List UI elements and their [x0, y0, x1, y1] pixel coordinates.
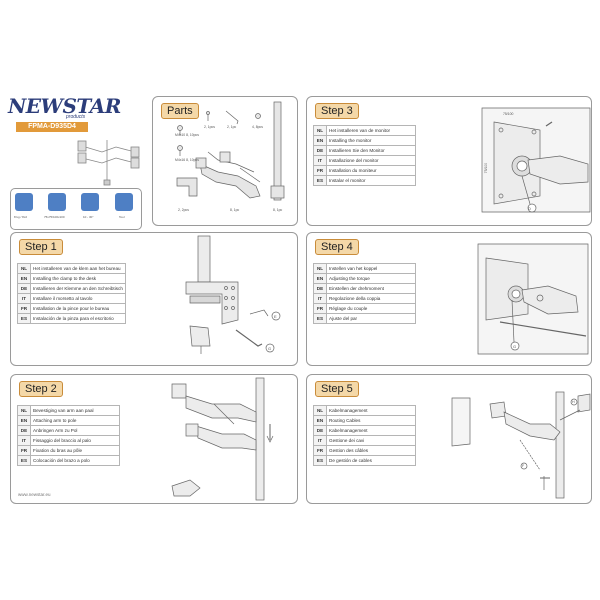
step-2-title: Step 2 — [19, 381, 63, 397]
part-label-e: M4x16 8, 10pcs — [175, 158, 199, 162]
step-5-callout-h: H — [572, 400, 575, 404]
weight-icon — [15, 193, 33, 211]
spec-label-tool: Tool — [119, 215, 125, 219]
part-label-f: 8, 1pc — [230, 208, 240, 212]
spec-label-weight: 8 kg / 8x2 — [14, 215, 28, 219]
step-3-dim-top: 75/100 — [503, 112, 514, 116]
step-1-title: Step 1 — [19, 239, 63, 255]
step-5-callout-f: F — [522, 464, 525, 468]
step-4-title: Step 4 — [315, 239, 359, 255]
footer-url: www.newstar.eu — [18, 492, 51, 497]
part-label-c: 2, 1pc — [227, 125, 237, 129]
step-1-callout-g: G — [268, 346, 272, 351]
part-label-g: 2, 2pcs — [178, 208, 189, 212]
brand-logo: NEWSTAR — [8, 94, 121, 118]
step-3-callout-d: D — [528, 206, 531, 211]
step-3-title: Step 3 — [315, 103, 359, 119]
parts-title: Parts — [161, 103, 199, 119]
model-number: FPMA-D935D4 — [16, 122, 88, 132]
step-5-title: Step 5 — [315, 381, 359, 397]
tools-icon — [115, 193, 133, 211]
vesa-icon — [48, 193, 66, 211]
part-label-b: 2, 1pcs — [204, 125, 215, 129]
brand-subtitle: products — [66, 114, 86, 120]
step-1-callout-e: E — [274, 314, 277, 319]
spec-box: 8 kg / 8x2 75x75/100x100 10 - 30" Tool — [10, 188, 142, 230]
spec-label-vesa: 75x75/100x100 — [44, 215, 65, 219]
step-4-callout-g: G — [513, 344, 517, 349]
part-label-h: 8, 1pc — [273, 208, 283, 212]
screen-size-icon — [81, 193, 99, 211]
spec-label-screen: 10 - 30" — [83, 215, 94, 219]
part-label-a: M4x10 8, 10pcs — [175, 133, 199, 137]
part-label-d: 4, 8pcs — [252, 125, 263, 129]
